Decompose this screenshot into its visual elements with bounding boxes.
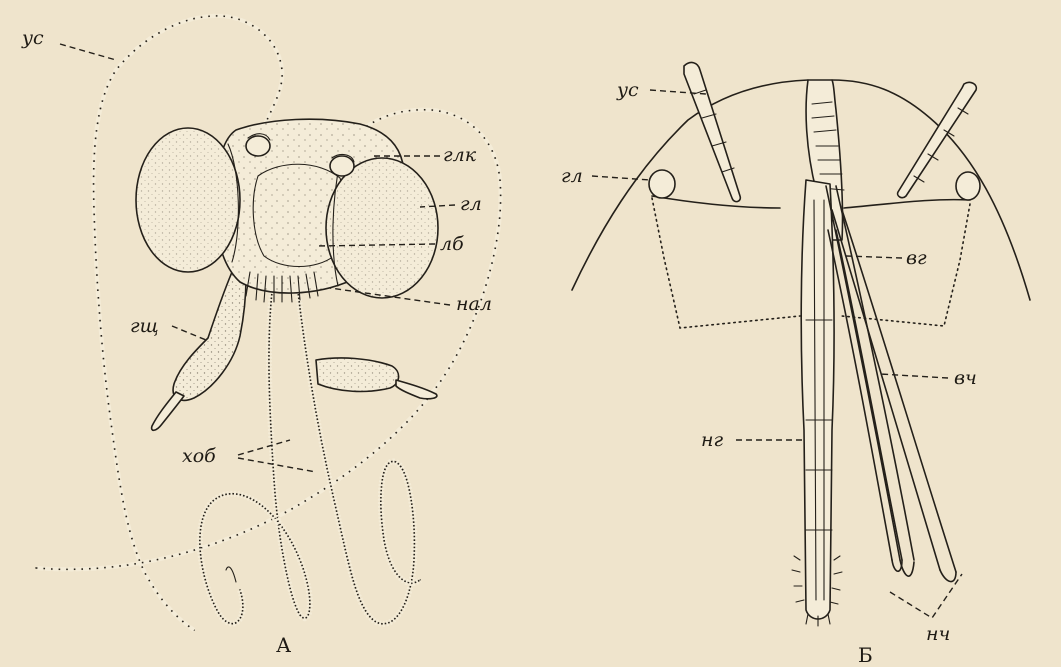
label-a-labrum-base: нал [456, 293, 492, 315]
figure-b-left-eye [649, 170, 675, 198]
label-a-eye: гл [460, 193, 482, 215]
label-a-frons: лб [440, 233, 464, 255]
label-b-upper-lip: вг [906, 247, 927, 269]
figure-b: ус гл вг вч нг нч Б [561, 63, 1030, 667]
figure-b-leaders [592, 90, 948, 440]
figure-b-mouthparts [792, 80, 962, 626]
caption-b: Б [858, 643, 873, 667]
figure-a-labels: ус глк гл лб нал гщ хоб А [21, 27, 492, 657]
label-b-eye: гл [561, 165, 583, 187]
label-b-upper-jaws: вч [954, 367, 977, 389]
figure-a: ус глк гл лб нал гщ хоб А [21, 16, 501, 657]
label-b-lower-jaws: нч [926, 623, 950, 645]
figure-b-right-eye [956, 172, 980, 200]
label-a-genal: глк [443, 144, 477, 166]
caption-a: А [276, 633, 291, 657]
label-b-lower-lip: нг [701, 429, 724, 451]
label-a-palp: гщ [130, 315, 159, 337]
figure-a-head [136, 119, 438, 302]
label-a-antenna: ус [21, 27, 44, 49]
label-b-antenna: ус [616, 79, 639, 101]
label-a-proboscis: хоб [182, 445, 216, 467]
figure-a-antennae [36, 16, 501, 630]
